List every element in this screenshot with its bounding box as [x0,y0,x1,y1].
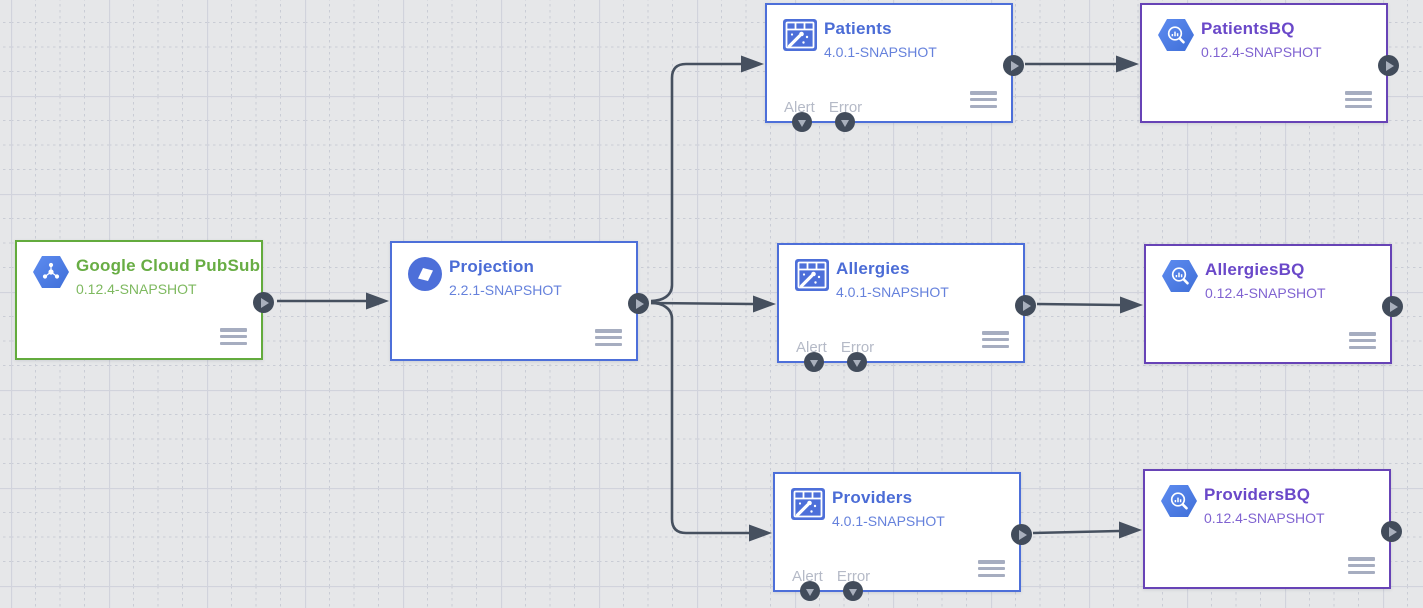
output-port[interactable] [1011,524,1032,545]
play-icon [1390,301,1398,312]
wrangler-icon [783,19,817,56]
edge-allergies-allergiesbq[interactable] [1036,296,1143,314]
caret-down-icon [806,588,814,596]
node-title: Google Cloud PubSub [76,256,261,275]
node-title: AllergiesBQ [1205,260,1305,279]
node-menu-icon[interactable] [982,331,1009,348]
caret-down-icon [853,359,861,367]
bottom-port-labels: Alert Error [792,568,870,585]
node-title: PatientsBQ [1201,19,1295,38]
play-icon [1011,60,1019,71]
node-version: 0.12.4-SNAPSHOT [1205,285,1326,301]
error-port[interactable] [847,352,867,372]
node-menu-icon[interactable] [595,329,622,346]
bottom-port-labels: Alert Error [796,339,874,356]
output-port[interactable] [1382,296,1403,317]
output-port[interactable] [1378,55,1399,76]
node-title: Providers [832,488,913,507]
edge-providers-providersbq[interactable] [1032,521,1142,539]
edge-patients-patientsbq[interactable] [1025,55,1139,73]
caret-down-icon [849,588,857,596]
caret-down-icon [798,119,806,127]
node-menu-icon[interactable] [1345,91,1372,108]
node-menu-icon[interactable] [220,328,247,345]
error-port[interactable] [843,581,863,601]
node-providersbq[interactable]: ProvidersBQ 0.12.4-SNAPSHOT [1143,469,1402,589]
node-title: ProvidersBQ [1204,485,1311,504]
caret-down-icon [810,359,818,367]
node-patients[interactable]: Patients 4.0.1-SNAPSHOT Alert Error [765,3,1024,132]
error-port-label: Error [840,339,875,356]
bigquery-icon [1162,260,1198,297]
bottom-port-labels: Alert Error [784,99,862,116]
node-menu-icon[interactable] [970,91,997,108]
node-menu-icon[interactable] [1348,557,1375,574]
play-icon [261,297,269,308]
node-projection[interactable]: Projection 2.2.1-SNAPSHOT [390,241,649,361]
node-title: Patients [824,19,892,38]
wrangler-icon [791,488,825,525]
alert-port-label: Alert [796,339,827,356]
alert-port-label: Alert [792,568,823,585]
output-port[interactable] [1003,55,1024,76]
edge-projection-providers[interactable] [650,301,772,542]
error-port-label: Error [828,99,863,116]
node-version: 4.0.1-SNAPSHOT [824,44,937,60]
node-version: 4.0.1-SNAPSHOT [836,284,949,300]
play-icon [1386,60,1394,71]
node-providers[interactable]: Providers 4.0.1-SNAPSHOT Alert Error [773,472,1032,601]
play-icon [1023,300,1031,311]
edge-projection-allergies[interactable] [650,295,776,313]
caret-down-icon [841,119,849,127]
node-google-cloud-pubsub[interactable]: Google Cloud PubSub 0.12.4-SNAPSHOT [15,240,274,360]
node-patientsbq[interactable]: PatientsBQ 0.12.4-SNAPSHOT [1140,3,1399,123]
pubsub-icon [33,256,69,293]
projection-icon [408,257,442,296]
alert-port[interactable] [804,352,824,372]
node-version: 2.2.1-SNAPSHOT [449,282,562,298]
node-version: 0.12.4-SNAPSHOT [1201,44,1322,60]
node-version: 4.0.1-SNAPSHOT [832,513,945,529]
output-port[interactable] [1381,521,1402,542]
node-version: 0.12.4-SNAPSHOT [1204,510,1325,526]
node-title: Allergies [836,259,910,278]
play-icon [636,298,644,309]
node-title: Projection [449,257,535,276]
node-allergies[interactable]: Allergies 4.0.1-SNAPSHOT Alert Error [777,243,1036,372]
node-version: 0.12.4-SNAPSHOT [76,281,197,297]
output-port[interactable] [1015,295,1036,316]
output-port[interactable] [253,292,274,313]
wrangler-icon [795,259,829,296]
edge-pubsub-projection[interactable] [277,292,389,310]
alert-port[interactable] [800,581,820,601]
output-port[interactable] [628,293,649,314]
alert-port-label: Alert [784,99,815,116]
play-icon [1019,529,1027,540]
play-icon [1389,526,1397,537]
node-menu-icon[interactable] [978,560,1005,577]
node-menu-icon[interactable] [1349,332,1376,349]
bigquery-icon [1161,485,1197,522]
error-port-label: Error [836,568,871,585]
edge-projection-patients[interactable] [650,55,764,303]
node-allergiesbq[interactable]: AllergiesBQ 0.12.4-SNAPSHOT [1144,244,1403,364]
bigquery-icon [1158,19,1194,56]
error-port[interactable] [835,112,855,132]
alert-port[interactable] [792,112,812,132]
